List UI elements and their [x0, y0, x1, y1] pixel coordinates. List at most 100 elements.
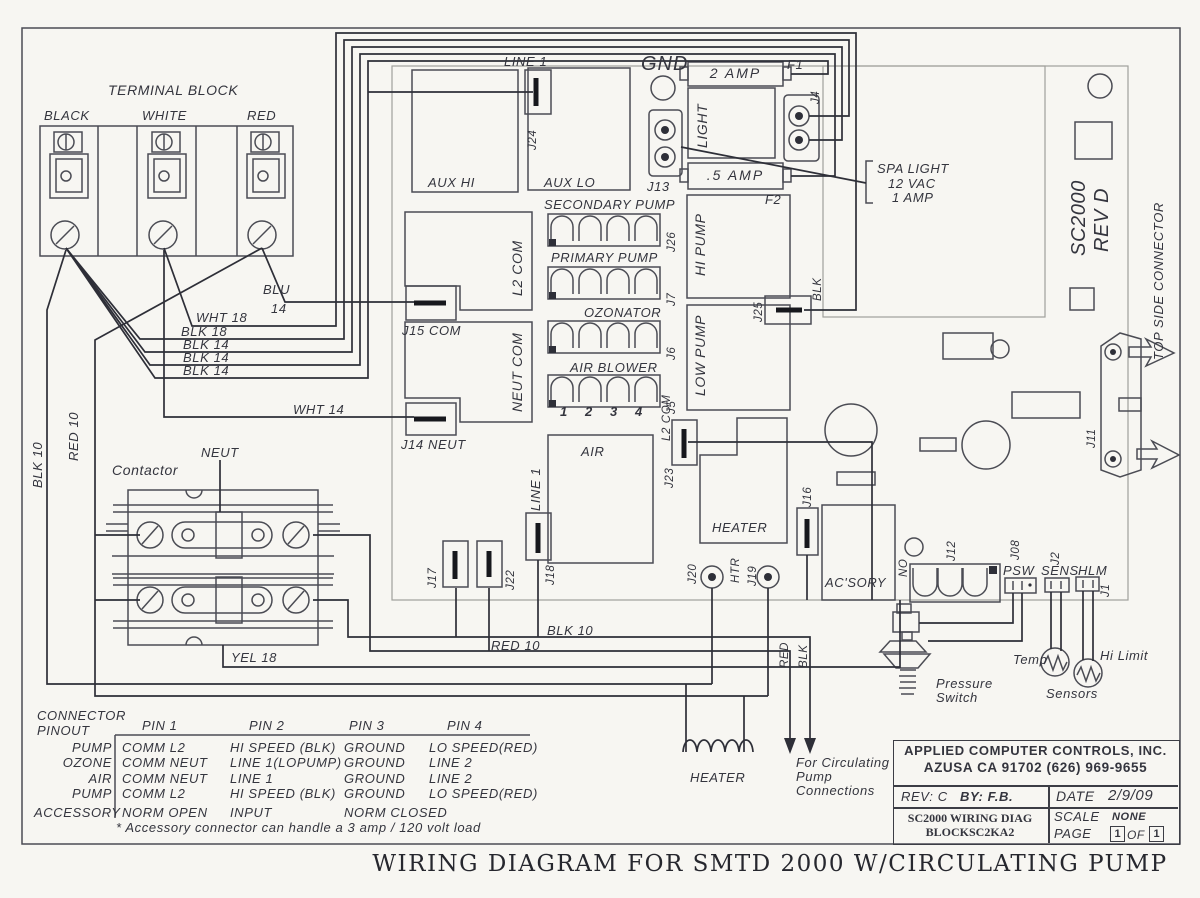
- pinout-cell: HI SPEED (BLK): [230, 740, 336, 755]
- table-rules: [114, 734, 530, 818]
- sens-label: SENS: [1041, 563, 1079, 578]
- pinout-cell: LINE 1(LOPUMP): [230, 755, 342, 770]
- wire-runs: [46, 32, 1094, 753]
- title-block-rule-2: [893, 807, 1178, 809]
- heater-relay-label: HEATER: [712, 520, 768, 535]
- air-relay-label: AIR: [581, 444, 605, 459]
- by-field: BY: F.B.: [960, 789, 1014, 804]
- pinout-title-1: CONNECTOR: [37, 708, 126, 723]
- wire-blk14-label-c: BLK 14: [183, 363, 230, 378]
- j14-neut-label: J14 NEUT: [401, 437, 466, 452]
- sensors-label: Sensors: [1046, 686, 1098, 701]
- pinout-cell: COMM L2: [122, 786, 186, 801]
- pin-number-2: 2: [585, 404, 593, 419]
- wire-red10-left-label: RED 10: [66, 411, 81, 461]
- j12-label: J12: [946, 540, 958, 561]
- wire-blk14-label-a: BLK 14: [183, 337, 230, 352]
- neut-label: NEUT: [201, 445, 239, 460]
- air-blower-label: AIR BLOWER: [570, 360, 658, 375]
- acsory-label: AC'SORY: [825, 575, 887, 590]
- j26-label: J26: [666, 231, 678, 252]
- pressure-switch-label-2: Switch: [936, 690, 978, 705]
- j19-label: J19: [747, 565, 759, 586]
- pinout-cell: COMM NEUT: [122, 771, 208, 786]
- secondary-pump-label: SECONDARY PUMP: [544, 197, 676, 212]
- pinout-cell: NORM CLOSED: [344, 805, 448, 820]
- j15-com-label: J15 COM: [402, 323, 462, 338]
- doc-name-2: BLOCKSC2KA2: [925, 825, 1015, 839]
- j7-label: J7: [666, 292, 678, 306]
- relay-outlines: [404, 61, 896, 601]
- contactor-graphic: [106, 489, 340, 646]
- wire-wht14-label: WHT 14: [293, 402, 345, 417]
- title-block-rule-1: [893, 785, 1178, 787]
- j1-label: J1: [1100, 583, 1112, 597]
- title-block: [893, 740, 1180, 845]
- post-red-label: RED: [247, 108, 277, 123]
- f1-label: F1: [787, 57, 804, 72]
- hi-limit-label: Hi Limit: [1100, 648, 1149, 663]
- pressure-switch-graphic: [878, 603, 932, 695]
- wire-red-vertical-label: RED: [779, 641, 791, 668]
- wire-yel18-label: YEL 18: [231, 650, 278, 665]
- j16-label: J16: [802, 486, 814, 507]
- wire-blk14-label-b: BLK 14: [183, 350, 230, 365]
- company-name: APPLIED COMPUTER CONTROLS, INC.: [904, 743, 1167, 758]
- arrow-heads: [784, 738, 816, 754]
- temp-label: Temp: [1013, 652, 1048, 667]
- pinout-cell: LO SPEED(RED): [429, 786, 538, 801]
- pinout-cell: COMM NEUT: [122, 755, 208, 770]
- no-label: NO: [898, 558, 910, 577]
- frame: [21, 27, 1181, 845]
- j17-label: J17: [427, 567, 439, 588]
- pinout-cell: LINE 1: [230, 771, 274, 786]
- wire-blk10-bottom-label: BLK 10: [547, 623, 594, 638]
- page-total: 1: [1149, 826, 1164, 842]
- rev-label: REV D: [1091, 187, 1113, 252]
- j11-label: J11: [1086, 428, 1098, 449]
- primary-pump-label: PRIMARY PUMP: [551, 250, 658, 265]
- circulating-note-1: For Circulating: [796, 755, 890, 770]
- pinout-row-name: AIR: [88, 771, 112, 786]
- rev-field: REV: C: [901, 789, 948, 804]
- terminal-block-title: TERMINAL BLOCK: [108, 82, 239, 98]
- spa-light-line2: 12 VAC: [888, 176, 936, 191]
- pinout-cell: GROUND: [344, 786, 406, 801]
- f2-label: F2: [765, 192, 782, 207]
- scale-value: NONE: [1112, 811, 1147, 823]
- pinout-row-name: ACCESSORY: [34, 805, 121, 820]
- j24-label: J24: [527, 129, 539, 150]
- aux-hi-label: AUX HI: [428, 175, 475, 190]
- blk-j25-label: BLK: [812, 277, 824, 301]
- j22-label: J22: [505, 569, 517, 590]
- circulating-note-2: Pump: [796, 769, 833, 784]
- pinout-row-name: OZONE: [62, 755, 112, 770]
- doc-name-1: SC2000 WIRING DIAG: [907, 811, 1033, 825]
- j20-label: J20: [687, 563, 699, 584]
- line1-top-label: LINE 1: [504, 54, 548, 69]
- j18-label: J18: [545, 564, 557, 585]
- j11-graphic: [1100, 332, 1181, 478]
- board-outline: [391, 65, 1129, 601]
- wire-blk-vertical-label: BLK: [798, 644, 810, 668]
- pinout-cell: INPUT: [230, 805, 272, 820]
- main-title: WIRING DIAGRAM FOR SMTD 2000 W/CIRCULATI…: [372, 851, 1168, 877]
- j23-label: J23: [664, 467, 676, 488]
- pinout-row-name: PUMP: [72, 740, 112, 755]
- line1-mid-label: LINE 1: [528, 467, 543, 511]
- wire-blu-gauge-label: 14: [271, 301, 287, 316]
- pinout-header-4: PIN 4: [447, 718, 483, 733]
- low-pump-label: LOW PUMP: [692, 314, 708, 396]
- j6-label: J6: [666, 346, 678, 360]
- pinout-header-3: PIN 3: [349, 718, 385, 733]
- date-value: 2/9/09: [1108, 787, 1154, 804]
- pinout-cell: LINE 2: [429, 755, 473, 770]
- pressure-switch-label-1: Pressure: [936, 676, 993, 691]
- terminal-block-graphic: [39, 125, 294, 257]
- j4-label: J4: [810, 90, 822, 104]
- pinout-cell: LINE 2: [429, 771, 473, 786]
- post-white-label: WHITE: [142, 108, 187, 123]
- pinout-row-name: PUMP: [72, 786, 112, 801]
- date-label: DATE: [1056, 788, 1095, 804]
